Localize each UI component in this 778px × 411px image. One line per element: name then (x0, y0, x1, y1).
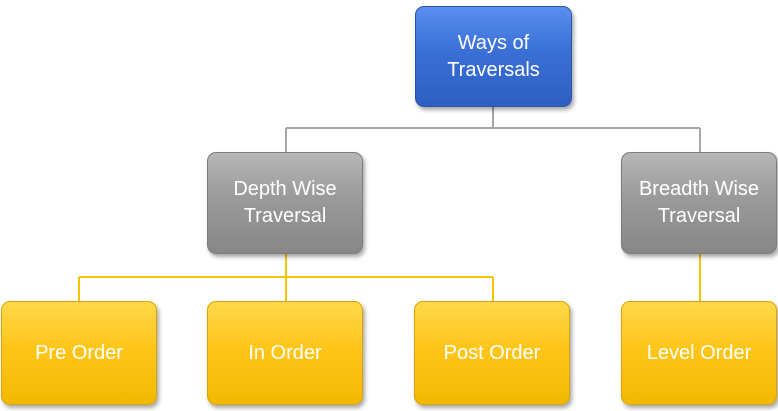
node-level-order: Level Order (621, 301, 777, 405)
node-label: Level Order (646, 341, 752, 364)
node-label: Breadth Wise Traversal (638, 178, 760, 227)
node-depth-wise-traversal: Depth Wise Traversal (207, 152, 363, 254)
node-in-order: In Order (207, 301, 363, 405)
node-ways-of-traversals: Ways of Traversals (415, 6, 572, 107)
category-connectors (78, 254, 701, 301)
node-label: Pre Order (35, 341, 123, 364)
node-post-order: Post Order (414, 301, 570, 405)
node-label: Ways of Traversals (447, 31, 540, 81)
node-breadth-wise-traversal: Breadth Wise Traversal (621, 152, 777, 254)
node-label: In Order (248, 341, 322, 364)
node-label: Depth Wise Traversal (233, 178, 337, 227)
root-connectors (285, 107, 701, 152)
node-label: Post Order (443, 341, 541, 364)
node-pre-order: Pre Order (1, 301, 157, 405)
